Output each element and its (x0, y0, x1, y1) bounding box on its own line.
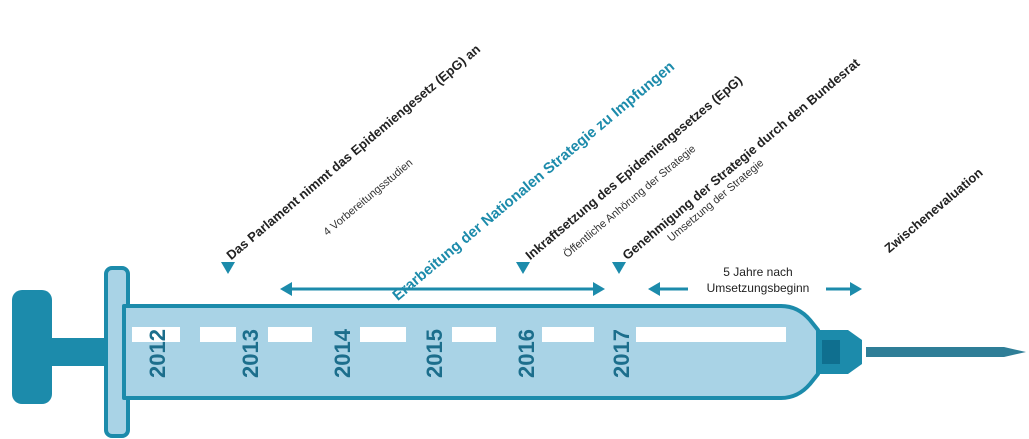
graduation-segment (636, 327, 786, 342)
graduation-segment (360, 327, 406, 342)
graduation-segment (452, 327, 496, 342)
span-label: 5 Jahre nach Umsetzungsbeginn (690, 264, 826, 296)
double-arrow-icon-head-right (593, 282, 605, 296)
year-label: 2012 (145, 329, 170, 378)
graduation-segment (268, 327, 312, 342)
syringe-barrel (122, 304, 820, 400)
year-label: 2014 (330, 329, 355, 378)
year-label: 2015 (422, 329, 447, 378)
double-arrow-icon-head-right (850, 282, 862, 296)
span-label-line1: 5 Jahre nach (723, 265, 793, 279)
plunger-rod (52, 338, 106, 366)
year-label: 2017 (609, 329, 634, 378)
marker-triangle-icon (221, 262, 235, 274)
year-label: 2013 (238, 329, 263, 378)
double-arrow-icon-head-left (280, 282, 292, 296)
plunger-knob (12, 290, 52, 404)
span-label-line2: Umsetzungsbeginn (706, 281, 810, 295)
graduation-segment (132, 327, 180, 342)
double-arrow-icon-head-left (648, 282, 660, 296)
year-label: 2016 (514, 329, 539, 378)
graduation-segment (200, 327, 236, 342)
needle (866, 347, 1026, 357)
graduation-segment (542, 327, 594, 342)
syringe-hub-inner (822, 340, 840, 364)
marker-triangle-icon (516, 262, 530, 274)
marker-triangle-icon (612, 262, 626, 274)
